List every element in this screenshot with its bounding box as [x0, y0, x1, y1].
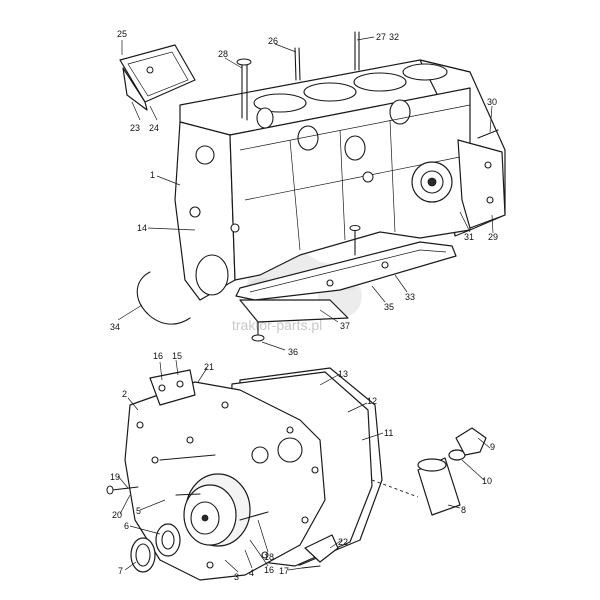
callout-labels: 25 28 26 27 32 23 24 30 1 14 31 29 34 37…	[110, 29, 498, 582]
callout-22: 22	[338, 537, 348, 547]
callout-10: 10	[482, 476, 492, 486]
callout-29: 29	[488, 232, 498, 242]
callout-36: 36	[288, 347, 298, 357]
callout-33: 33	[405, 292, 415, 302]
callout-17: 17	[279, 566, 289, 576]
callout-11: 11	[384, 428, 393, 438]
wire-ring	[136, 271, 191, 325]
leader-lines	[117, 36, 494, 573]
timing-case	[106, 367, 487, 581]
callout-21: 21	[204, 362, 214, 372]
callout-24: 24	[149, 123, 159, 133]
callout-34: 34	[110, 322, 120, 332]
callout-37: 37	[340, 321, 350, 331]
callout-32: 32	[389, 32, 399, 42]
callout-28: 28	[218, 49, 228, 59]
callout-19: 19	[110, 472, 120, 482]
callout-15: 15	[172, 351, 182, 361]
callout-14: 14	[137, 223, 147, 233]
callout-18: 18	[264, 552, 274, 562]
callout-1: 1	[150, 170, 155, 180]
callout-4: 4	[249, 568, 254, 578]
cylinder-head-studs	[236, 31, 360, 121]
bolt-30	[477, 129, 499, 139]
watermark-text: traktor-parts.pl	[232, 317, 322, 333]
callout-8: 8	[461, 505, 466, 515]
callout-20: 20	[112, 510, 122, 520]
sump-gasket	[235, 241, 457, 301]
callout-12: 12	[367, 396, 377, 406]
callout-5: 5	[136, 506, 141, 516]
callout-16-top: 16	[153, 351, 163, 361]
tappet-cover	[119, 44, 196, 111]
callout-9: 9	[490, 442, 495, 452]
callout-31: 31	[464, 232, 474, 242]
callout-26: 26	[268, 36, 278, 46]
callout-16-bottom: 16	[264, 565, 274, 575]
engine-block	[174, 59, 506, 301]
callout-25: 25	[117, 29, 127, 39]
callout-7: 7	[118, 566, 123, 576]
callout-3: 3	[234, 572, 239, 582]
callout-30: 30	[487, 97, 497, 107]
callout-2: 2	[122, 389, 127, 399]
callout-13: 13	[338, 369, 348, 379]
callout-27: 27	[376, 32, 386, 42]
callout-23: 23	[130, 123, 140, 133]
callout-6: 6	[124, 521, 129, 531]
callout-35: 35	[384, 302, 394, 312]
sump-plate	[239, 225, 361, 342]
